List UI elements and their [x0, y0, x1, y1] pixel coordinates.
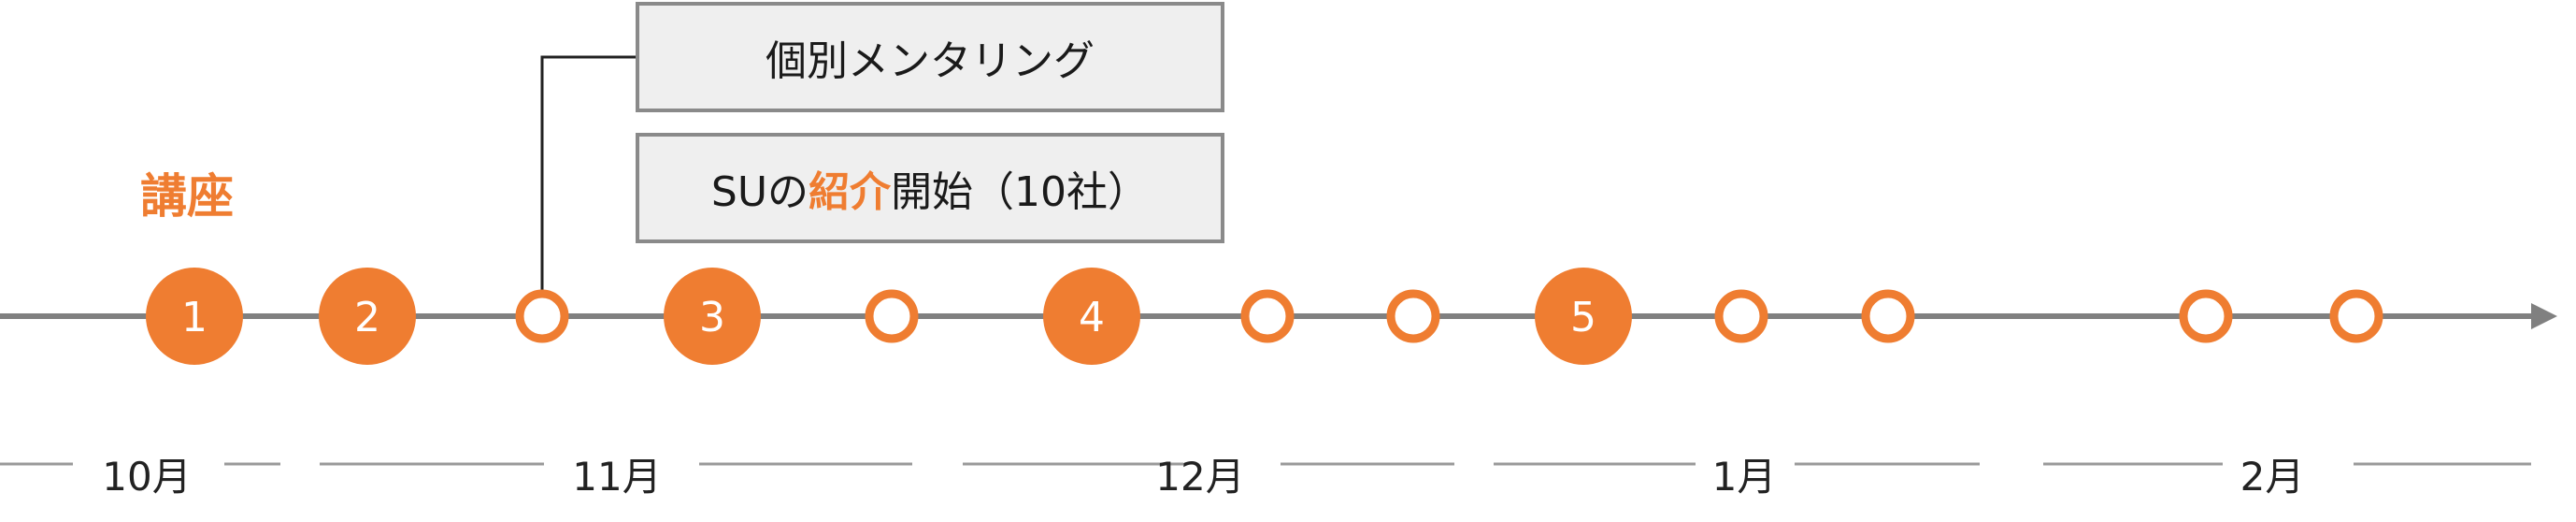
lecture-marker-3: [664, 268, 761, 365]
timeline-arrowhead: [2531, 303, 2557, 329]
month-label-dec: 12月: [1155, 454, 1245, 500]
startup-intro-prefix: SUの: [710, 168, 809, 216]
session-marker: [1714, 289, 1768, 343]
session-marker: [515, 289, 569, 343]
startup-intro-highlight: 紹介: [809, 168, 892, 216]
lecture-marker-2: [319, 268, 416, 365]
lecture-marker-label: 1: [181, 294, 208, 341]
mentoring-callout: 個別メンタリング: [636, 2, 1224, 112]
lecture-label: 講座: [140, 169, 234, 224]
lecture-marker-label: 2: [354, 294, 380, 341]
lecture-marker-label: 5: [1570, 294, 1596, 341]
startup-intro-callout: SUの紹介開始（10社）: [636, 133, 1224, 243]
session-marker: [1861, 289, 1915, 343]
lecture-marker-4: [1043, 268, 1140, 365]
lecture-marker-5: [1535, 268, 1632, 365]
mentoring-callout-text: 個別メンタリング: [766, 37, 1095, 85]
month-label-nov: 11月: [572, 454, 662, 500]
month-label-feb: 2月: [2240, 454, 2305, 500]
session-marker: [1240, 289, 1295, 343]
startup-intro-suffix: 開始（10社）: [891, 168, 1150, 216]
timeline-markers: 1 2 3 4 5: [146, 268, 2383, 365]
callout-connector: [540, 55, 636, 316]
lecture-marker-label: 3: [699, 294, 725, 341]
session-marker: [2329, 289, 2383, 343]
lecture-marker-label: 4: [1079, 294, 1105, 341]
session-marker: [2179, 289, 2233, 343]
month-label-jan: 1月: [1711, 454, 1777, 500]
lecture-marker-1: [146, 268, 243, 365]
session-marker: [1386, 289, 1440, 343]
month-label-oct: 10月: [102, 454, 192, 500]
session-marker: [865, 289, 919, 343]
